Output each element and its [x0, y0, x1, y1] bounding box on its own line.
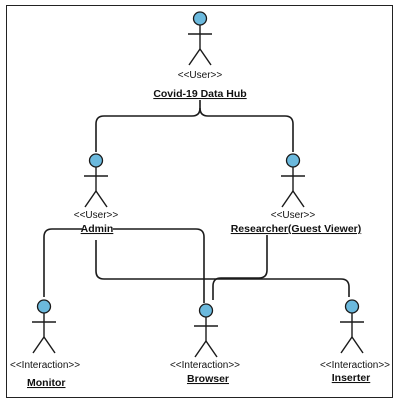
connector-researcher-browser — [212, 235, 268, 300]
connectors — [43, 100, 350, 303]
actor-name: Browser — [187, 373, 229, 385]
actor-head-icon — [88, 153, 104, 168]
actor-name: Covid-19 Data Hub — [153, 88, 246, 100]
actor-right-leg — [43, 336, 56, 354]
actor-stereotype: <<Interaction>> — [320, 360, 390, 371]
actor-right-leg — [205, 340, 218, 358]
actor-stereotype: <<Interaction>> — [10, 360, 80, 371]
actor-researcher[interactable]: <<User>> Researcher(Guest Viewer) — [231, 153, 362, 235]
actor-head-icon — [36, 299, 52, 314]
actor-stereotype: <<Interaction>> — [170, 360, 240, 371]
actor-stereotype: <<User>> — [74, 210, 119, 221]
actor-left-leg — [32, 336, 45, 354]
actor-left-leg — [84, 190, 97, 208]
actor-right-leg — [95, 190, 108, 208]
actor-right-leg — [351, 336, 364, 354]
actors: <<User>>Covid-19 Data Hub<<User>>Admin<<… — [10, 11, 390, 389]
actor-hub[interactable]: <<User>> Covid-19 Data Hub — [153, 11, 247, 100]
connector-admin-browser — [113, 228, 205, 303]
actor-name: Monitor — [27, 377, 66, 389]
actor-head-icon — [344, 299, 360, 314]
actor-name: Researcher(Guest Viewer) — [231, 223, 362, 235]
connector-admin-inserter — [95, 240, 350, 297]
actor-name: Admin — [81, 223, 114, 235]
actor-head-icon — [285, 153, 301, 168]
actor-head-icon — [198, 303, 214, 318]
actor-left-leg — [194, 340, 207, 358]
actor-name: Inserter — [332, 372, 371, 384]
actor-right-leg — [292, 190, 305, 208]
connector-hub-admin — [95, 100, 201, 152]
actor-head-icon — [192, 11, 208, 26]
actor-stereotype: <<User>> — [271, 210, 316, 221]
actor-left-leg — [281, 190, 294, 208]
actor-monitor[interactable]: <<Interaction>> Monitor — [10, 299, 80, 389]
actor-left-leg — [188, 48, 201, 66]
actor-left-leg — [340, 336, 353, 354]
actor-right-leg — [199, 48, 212, 66]
actor-browser[interactable]: <<Interaction>> Browser — [170, 303, 240, 385]
actor-admin[interactable]: <<User>> Admin — [74, 153, 119, 235]
actor-inserter[interactable]: <<Interaction>>Inserter — [320, 299, 390, 384]
connector-admin-monitor — [43, 228, 82, 297]
actor-stereotype: <<User>> — [178, 70, 223, 81]
connector-hub-researcher — [199, 107, 294, 152]
diagram-frame — [6, 5, 393, 398]
